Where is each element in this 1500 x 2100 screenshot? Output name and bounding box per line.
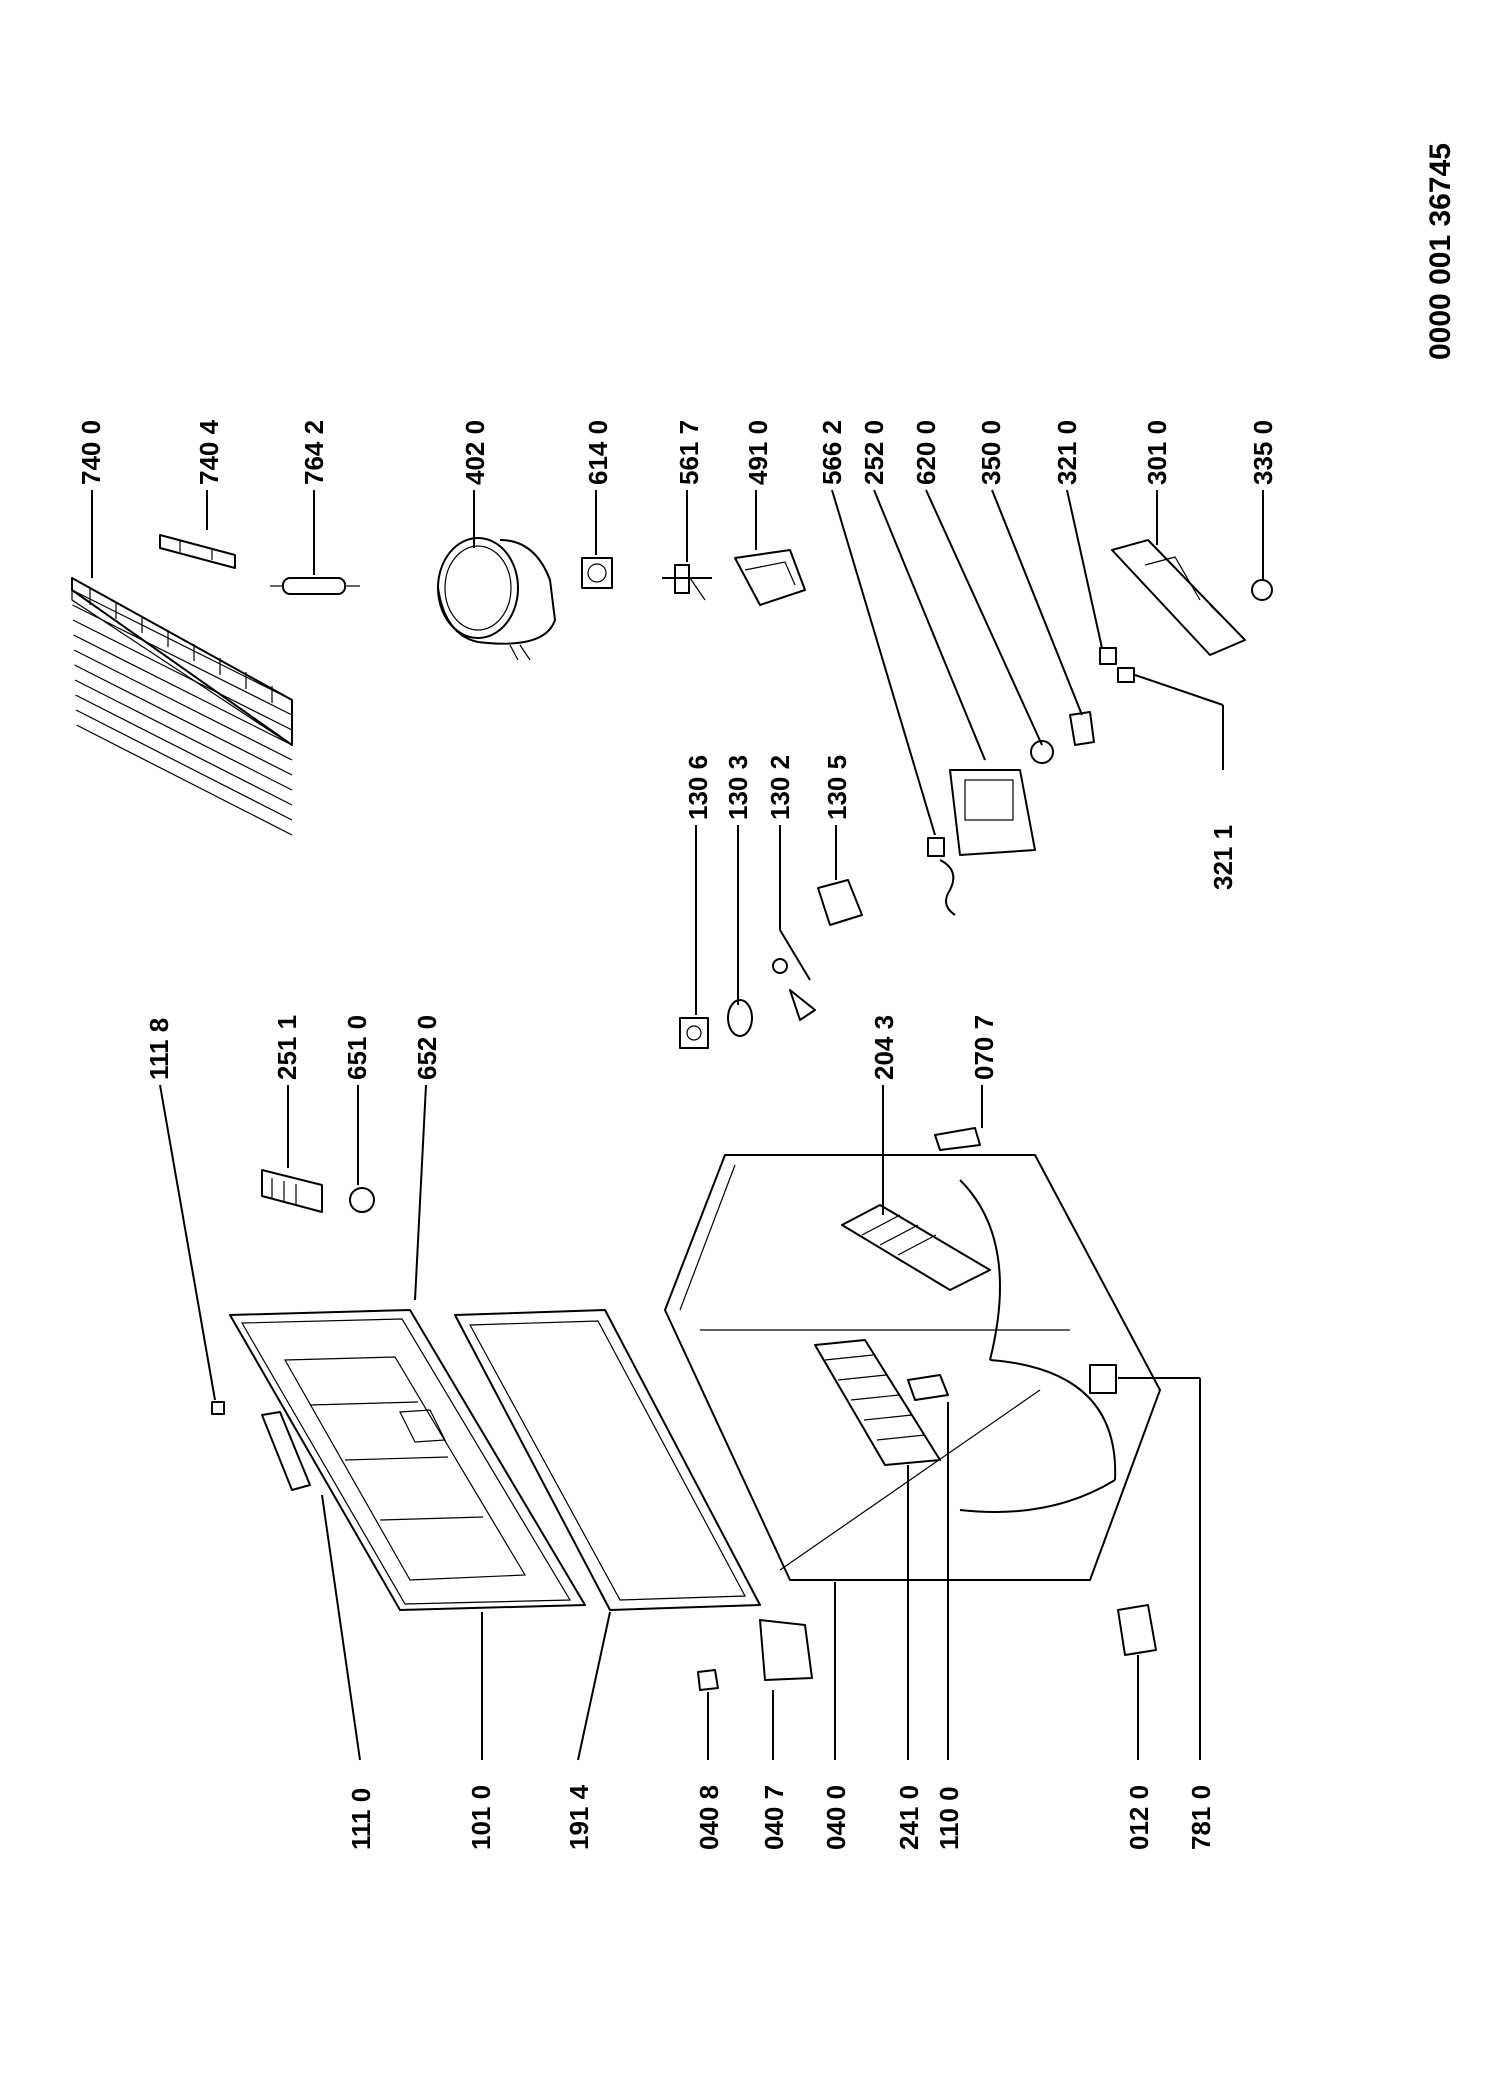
- label-0120: 012 0: [1124, 1785, 1154, 1850]
- gasket-1914-part: [454, 1309, 761, 1611]
- cover-4910-part: [734, 549, 806, 606]
- label-1306: 130 6: [683, 755, 713, 820]
- label-6520: 652 0: [412, 1015, 442, 1080]
- leader-2520: [873, 489, 986, 761]
- label-6200: 620 0: [911, 420, 941, 485]
- hinge-0120-part: [1117, 1604, 1157, 1656]
- bracket-7404-part: [159, 534, 236, 569]
- clip-0408-part: [697, 1669, 719, 1691]
- cover-1100-part: [907, 1374, 949, 1401]
- label-4020: 402 0: [460, 420, 490, 485]
- leader-3211-b: [1134, 674, 1224, 706]
- cabinet-0400-part: [664, 1154, 1161, 1581]
- label-2511: 251 1: [272, 1015, 302, 1080]
- label-1100: 110 0: [934, 1786, 964, 1850]
- plug-1118-part: [211, 1401, 225, 1415]
- label-3211: 321 1: [1208, 825, 1238, 890]
- handle-1110-part: [261, 1411, 311, 1491]
- relay-6140-part: [581, 557, 613, 589]
- switch-3211-part: [1117, 667, 1135, 683]
- label-2520: 252 0: [859, 420, 889, 485]
- label-1118: 111 8: [144, 1018, 174, 1080]
- switch-3210-part: [1099, 647, 1117, 665]
- lid-101-part: [229, 1309, 586, 1611]
- label-3010: 301 0: [1142, 420, 1172, 485]
- label-6140: 614 0: [583, 420, 613, 485]
- hinge-1305-part: [817, 879, 863, 926]
- filter-drier-part: [270, 577, 360, 595]
- knob-3350-part: [1251, 579, 1273, 601]
- label-0408: 040 8: [694, 1785, 724, 1850]
- label-7642: 764 2: [299, 420, 329, 485]
- screw-1302-part: [772, 958, 816, 1021]
- thermostat-assembly-part: [927, 769, 1036, 916]
- label-7400: 740 0: [76, 420, 106, 485]
- label-5617: 561 7: [674, 420, 704, 485]
- document-number: 0000 001 36745: [1424, 143, 1457, 360]
- label-1302: 130 2: [765, 755, 795, 820]
- label-2410: 241 0: [894, 1785, 924, 1850]
- leader-1118: [159, 1084, 216, 1401]
- leader-5662: [831, 489, 936, 836]
- lamp-6510-part: [349, 1187, 375, 1213]
- washer-1303-part: [727, 999, 753, 1037]
- label-1914: 191 4: [564, 1784, 594, 1850]
- label-2043: 204 3: [869, 1015, 899, 1080]
- label-0400: 040 0: [821, 1785, 851, 1850]
- leader-3500: [991, 489, 1083, 716]
- valve-5617-part: [662, 564, 712, 601]
- leader-1302-b: [779, 929, 811, 981]
- leader-1914: [577, 1611, 611, 1761]
- label-0407: 040 7: [759, 1785, 789, 1850]
- leader-1110: [321, 1494, 361, 1761]
- lock-7810-part: [1089, 1364, 1117, 1394]
- label-4910: 491 0: [743, 420, 773, 485]
- label-3350: 335 0: [1248, 420, 1278, 485]
- condenser-coil-part: [71, 577, 293, 836]
- label-1010: 101 0: [466, 1785, 496, 1850]
- basket-2410-part: [814, 1339, 941, 1466]
- label-6510: 651 0: [342, 1015, 372, 1080]
- label-1110: 111 0: [346, 1788, 376, 1850]
- label-7810: 781 0: [1186, 1785, 1216, 1850]
- leader-6200: [925, 489, 1043, 746]
- compressor-part: [437, 537, 556, 661]
- label-5662: 566 2: [817, 420, 847, 485]
- label-3500: 350 0: [976, 420, 1006, 485]
- bracket-0407-part: [759, 1619, 813, 1681]
- control-panel-part: [1111, 539, 1246, 656]
- plate-0707-part: [934, 1127, 981, 1151]
- leader-6520: [414, 1084, 427, 1301]
- handle-2511-part: [261, 1169, 323, 1213]
- label-3210: 321 0: [1052, 420, 1082, 485]
- leader-3210: [1066, 489, 1103, 649]
- label-0707: 070 7: [969, 1015, 999, 1080]
- knob-6200-part: [1030, 740, 1054, 764]
- lamp-3500-part: [1069, 711, 1095, 746]
- label-7404: 740 4: [194, 419, 224, 485]
- label-1305: 130 5: [822, 755, 852, 820]
- hinge-1306-part: [679, 1017, 709, 1049]
- label-1303: 130 3: [723, 755, 753, 820]
- basket-2043-part: [841, 1204, 991, 1291]
